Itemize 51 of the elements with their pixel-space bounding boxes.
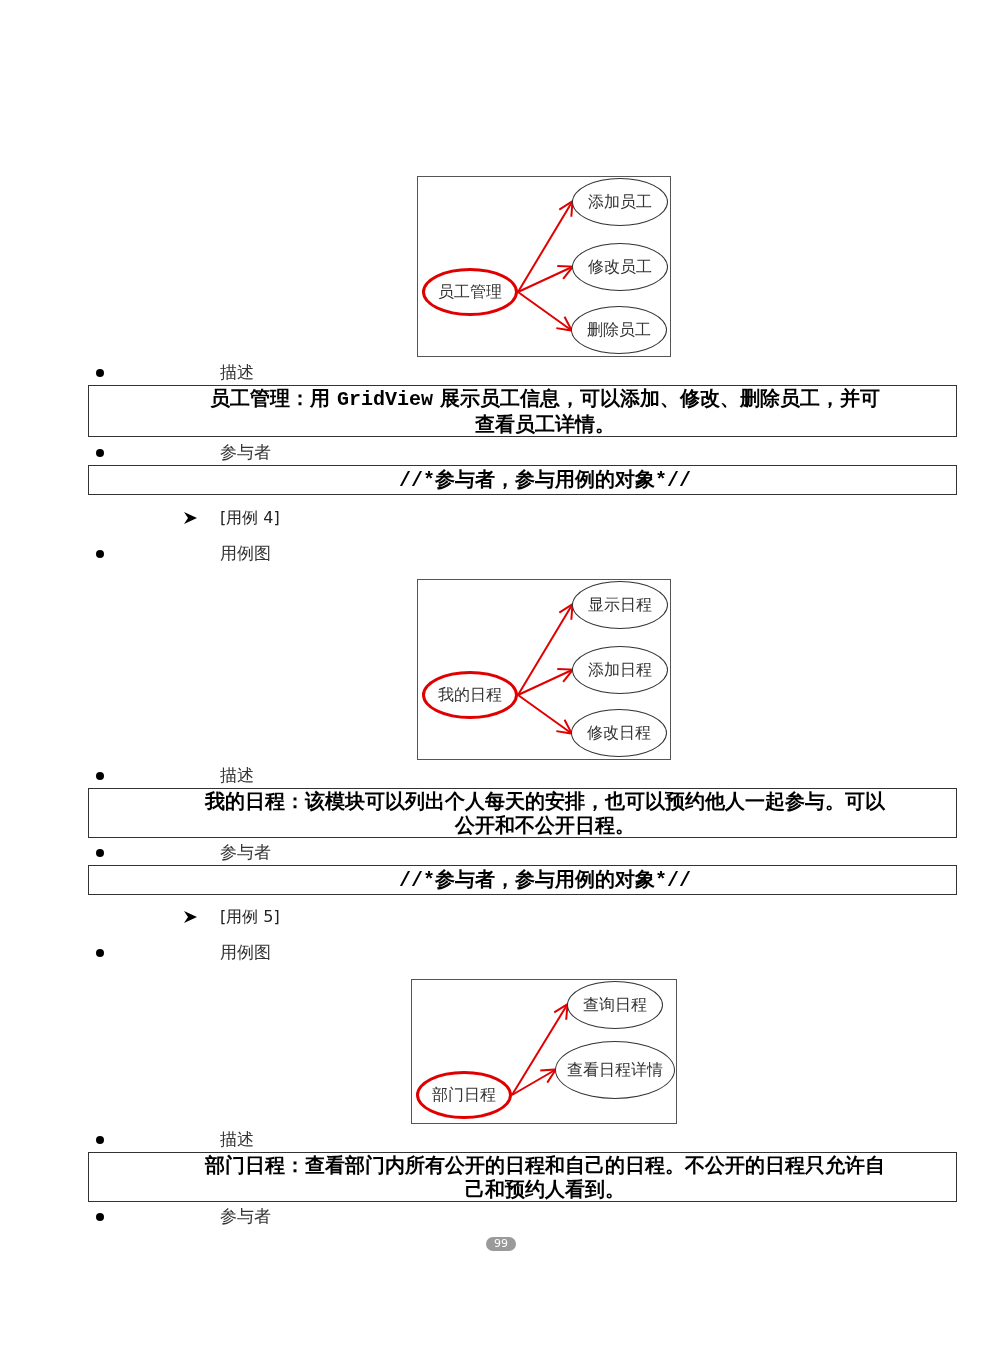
arrow — [511, 1003, 569, 1096]
use-case-label: 显示日程 — [588, 594, 652, 616]
use-case-label: 修改员工 — [588, 256, 652, 278]
description-text: //*参与者，参与用例的对象*// — [399, 867, 691, 893]
description-box — [88, 465, 957, 495]
use-case-ellipse — [572, 581, 668, 629]
description-box — [88, 865, 957, 895]
list-item-label: 参与者 — [220, 1205, 271, 1227]
diagram-frame — [411, 979, 677, 1124]
description-box — [88, 1152, 957, 1202]
use-case-label: 查询日程 — [583, 994, 647, 1016]
list-item-label: 描述 — [220, 361, 254, 383]
arrow — [517, 200, 574, 293]
use-case-ellipse — [572, 243, 668, 291]
arrow — [517, 694, 573, 735]
use-case-ellipse — [555, 1041, 675, 1099]
use-case-label: 部门日程 — [432, 1084, 496, 1106]
use-case-label: 员工管理 — [438, 281, 502, 303]
page-number: 99 — [486, 1237, 516, 1251]
list-item-label: 参与者 — [220, 441, 271, 463]
use-case-label: 添加日程 — [588, 659, 652, 681]
description-text: 我的日程：该模块可以列出个人每天的安排，也可以预约他人一起参与。可以公开和不公开日程。 — [203, 789, 886, 837]
list-item-label: [用例 5] — [220, 906, 280, 928]
arrow — [517, 265, 574, 293]
use-case-label: 修改日程 — [587, 722, 651, 744]
description-box — [88, 788, 957, 838]
list-item-label: 用例图 — [220, 542, 271, 564]
use-case-ellipse — [572, 646, 668, 694]
description-text: 部门日程：查看部门内所有公开的日程和自己的日程。不公开的日程只允许自己和预约人看到。 — [204, 1153, 886, 1201]
description-box — [88, 385, 957, 437]
arrow — [517, 291, 573, 332]
arrow — [517, 603, 574, 696]
list-item-label: 描述 — [220, 1128, 254, 1150]
diagram-frame — [417, 176, 671, 357]
arrow — [511, 1068, 557, 1096]
list-item-label: 描述 — [220, 764, 254, 786]
description-text: 员工管理：用 GridView 展示员工信息，可以添加、修改、删除员工，并可查看员工详情。 — [209, 386, 881, 436]
use-case-label: 删除员工 — [587, 319, 651, 341]
arrow — [517, 668, 574, 696]
use-case-label: 查看日程详情 — [567, 1059, 663, 1081]
diagram-frame — [417, 579, 671, 760]
list-item-label: 用例图 — [220, 941, 271, 963]
use-case-ellipse — [567, 981, 663, 1029]
description-text: //*参与者，参与用例的对象*// — [399, 467, 691, 493]
use-case-label: 我的日程 — [438, 684, 502, 706]
use-case-ellipse — [572, 178, 668, 226]
list-item-label: 参与者 — [220, 841, 271, 863]
list-item-label: [用例 4] — [220, 507, 280, 529]
use-case-label: 添加员工 — [588, 191, 652, 213]
use-case-ellipse — [571, 709, 667, 757]
use-case-ellipse — [571, 306, 667, 354]
